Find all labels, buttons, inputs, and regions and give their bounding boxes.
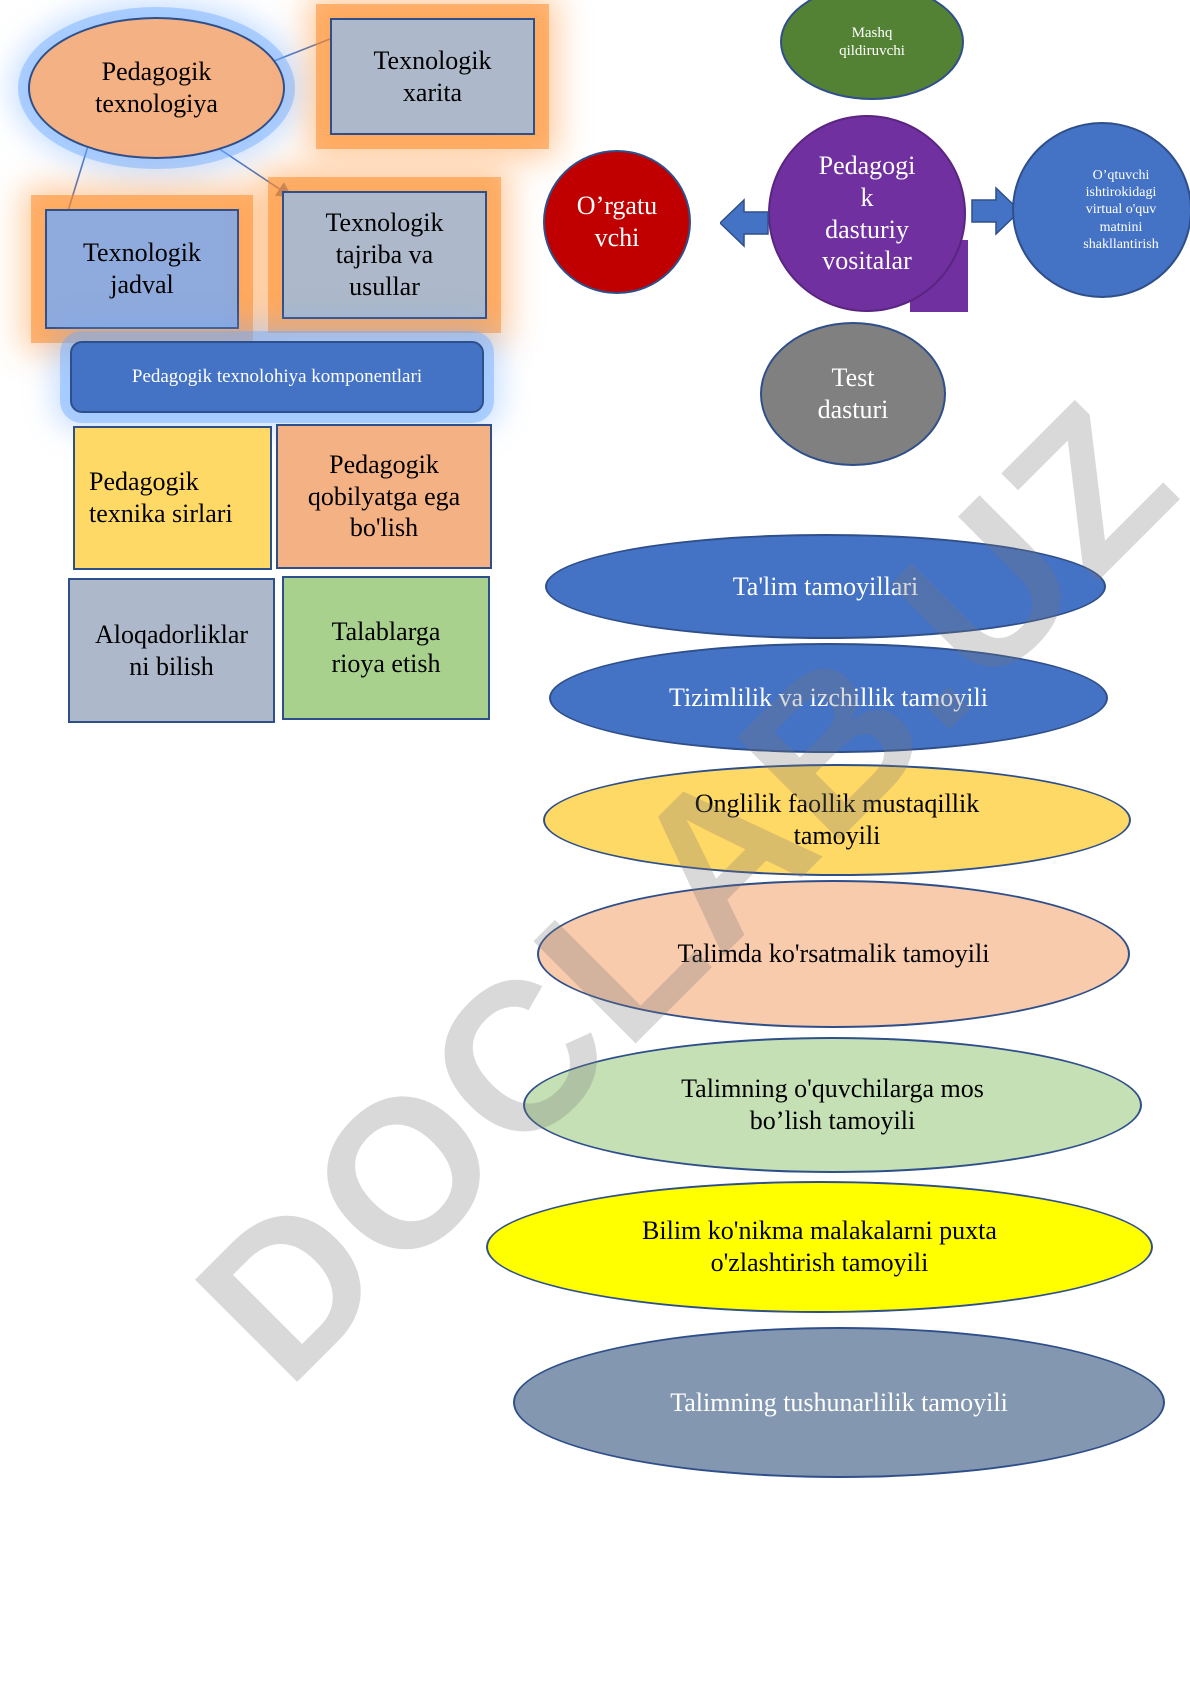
principle-oquvchilarga-mos: Talimning o'quvchilarga mos bo’lish tamo… <box>523 1037 1142 1173</box>
pedagogik-texnika-box: Pedagogik texnika sirlari <box>73 426 272 570</box>
texnologik-xarita-box: Texnologik xarita <box>330 18 535 135</box>
principle-talim-tamoyillari: Ta'lim tamoyillari <box>545 534 1106 639</box>
aloqadorliklar-box: Aloqadorliklar ni bilish <box>68 578 275 723</box>
texnologik-jadval-box: Texnologik jadval <box>45 209 239 329</box>
right-block-arrow <box>971 186 1022 236</box>
oqtuvchi-node: O’qtuvchi ishtirokidagi virtual o'quv ma… <box>1012 122 1190 298</box>
principle-bilim-konikma: Bilim ko'nikma malakalarni puxta o'zlash… <box>486 1181 1153 1313</box>
talablarga-box: Talablarga rioya etish <box>282 576 490 720</box>
components-banner: Pedagogik texnolohiya komponentlari <box>70 341 484 413</box>
principle-tushunarlilik: Talimning tushunarlilik tamoyili <box>513 1327 1165 1478</box>
pedagogik-texnologiya-node: Pedagogik texnologiya <box>28 17 285 159</box>
principle-korsatmalik: Talimda ko'rsatmalik tamoyili <box>537 880 1130 1028</box>
texnologik-tajriba-box: Texnologik tajriba va usullar <box>282 191 487 319</box>
mashq-qildiruvchi-node: Mashq qildiruvchi <box>780 0 964 100</box>
test-dasturi-node: Test dasturi <box>760 322 946 466</box>
pedagogik-dasturiy-node: Pedagogi k dasturiy vositalar <box>768 115 966 312</box>
left-block-arrow <box>720 198 769 248</box>
principle-tizimlilik: Tizimlilik va izchillik tamoyili <box>549 643 1108 753</box>
pedagogik-qobilyat-box: Pedagogik qobilyatga ega bo'lish <box>276 424 492 569</box>
orgatuvchi-node: O’rgatu vchi <box>543 150 691 294</box>
principle-onglilik: Onglilik faollik mustaqillik tamoyili <box>543 764 1131 876</box>
